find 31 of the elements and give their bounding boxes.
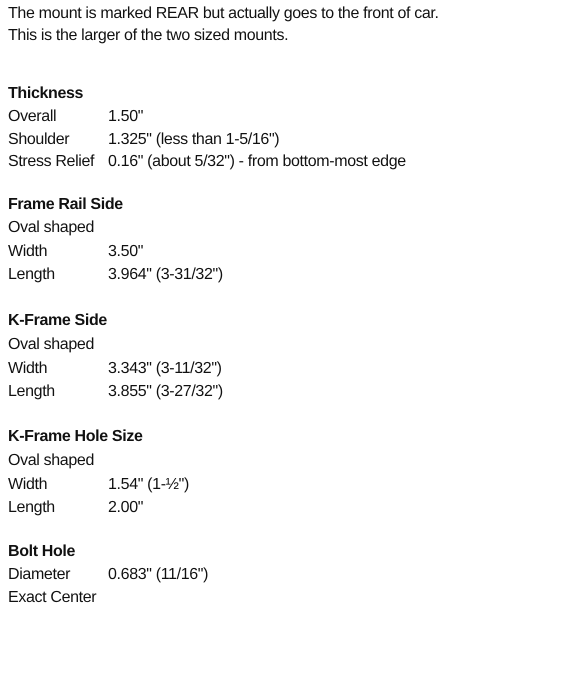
field-value: 0.683" (11/16"): [108, 565, 208, 585]
field-label: Diameter: [8, 565, 70, 585]
field-value: 3.855" (3-27/32"): [108, 382, 223, 402]
field-value: 2.00": [108, 498, 144, 518]
field-label: Length: [8, 265, 55, 285]
field-value: 1.54" (1-½"): [108, 475, 189, 495]
field-value: 0.16" (about 5/32") - from bottom-most edge: [108, 152, 406, 172]
field-label: Length: [8, 382, 55, 402]
field-value: 1.50": [108, 107, 144, 127]
note-text: This is the larger of the two sized mounts.: [8, 26, 288, 46]
section-heading: K-Frame Hole Size: [8, 427, 143, 447]
field-value: 1.325" (less than 1-5/16"): [108, 130, 280, 150]
field-label: Stress Relief: [8, 152, 94, 172]
section-heading: K-Frame Side: [8, 311, 107, 331]
note-text: Oval shaped: [8, 218, 94, 238]
field-label: Width: [8, 475, 48, 495]
section-heading: Bolt Hole: [8, 542, 76, 562]
section-heading: Thickness: [8, 84, 84, 104]
field-value: 3.50": [108, 242, 144, 262]
field-label: Length: [8, 498, 55, 518]
section-heading: Frame Rail Side: [8, 195, 123, 215]
note-text: Exact Center: [8, 588, 96, 608]
field-label: Overall: [8, 107, 56, 127]
field-value: 3.343" (3-11/32"): [108, 359, 222, 379]
note-text: Oval shaped: [8, 451, 94, 471]
field-value: 3.964" (3-31/32"): [108, 265, 223, 285]
field-label: Width: [8, 359, 48, 379]
note-text: The mount is marked REAR but actually goes to the front of car.: [8, 4, 439, 24]
field-label: Width: [8, 242, 48, 262]
note-text: Oval shaped: [8, 335, 94, 355]
field-label: Shoulder: [8, 130, 70, 150]
